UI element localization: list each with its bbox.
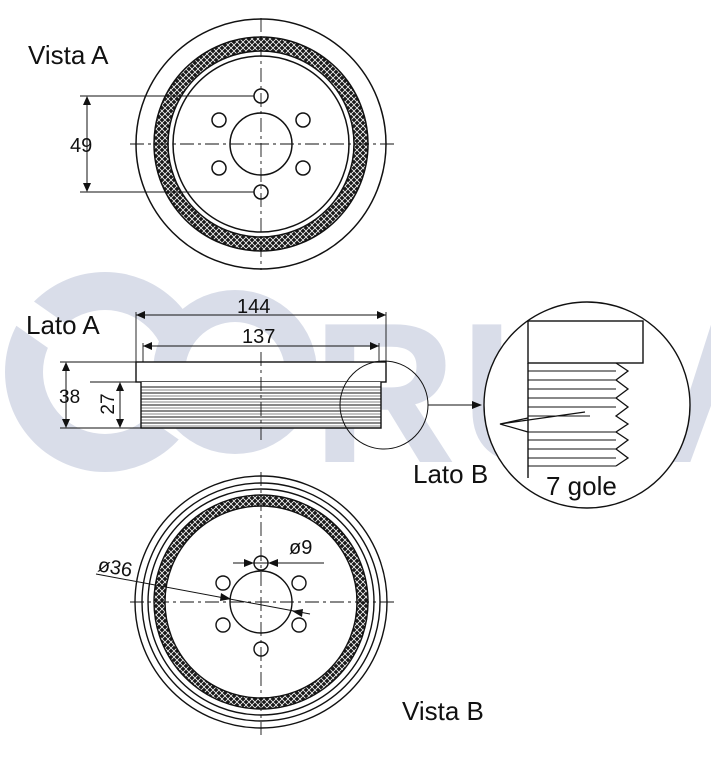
- dim-belt-diameter: 137: [242, 326, 275, 348]
- vista-b-view: [95, 472, 395, 735]
- lato-a-label: Lato A: [26, 310, 100, 340]
- dim-belt-width: 27: [98, 393, 119, 414]
- vista-a-view: [80, 18, 395, 270]
- lato-a-view: [60, 311, 482, 450]
- vista-b-label: Vista B: [402, 696, 484, 726]
- dim-bolt-hole: ø9: [289, 537, 312, 559]
- dim-bolt-circle: 49: [70, 135, 92, 157]
- grooves-label: 7 gole: [546, 471, 617, 501]
- vista-a-label: Vista A: [28, 40, 109, 70]
- lato-b-label: Lato B: [413, 459, 488, 489]
- dim-center-bore: ø36: [96, 554, 134, 582]
- lato-b-detail: [483, 301, 691, 509]
- dim-outer-diameter: 144: [237, 296, 270, 318]
- dim-total-width: 38: [59, 387, 80, 408]
